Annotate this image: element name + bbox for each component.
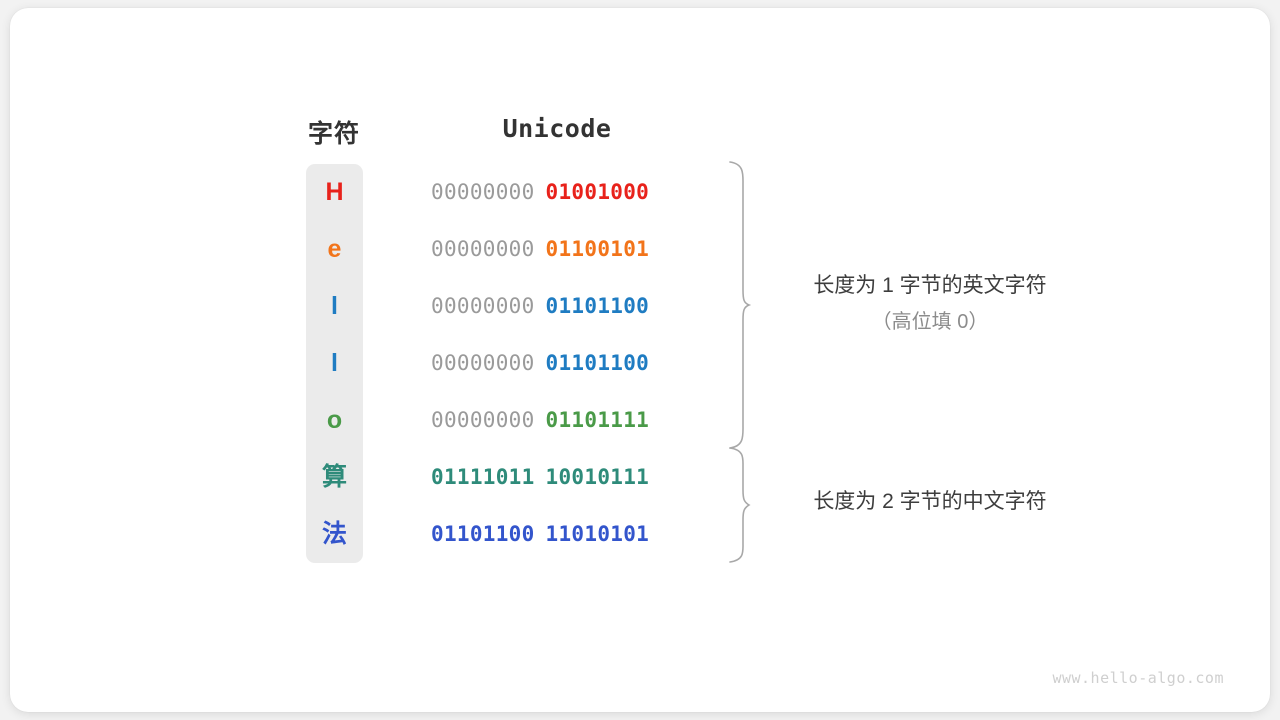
high-byte-6: 01101100 (431, 522, 535, 546)
annotation-ascii-sub: （高位填 0） (871, 311, 989, 333)
binary-row-5: 01111011 10010111 (431, 449, 687, 506)
high-byte-5: 01111011 (431, 465, 535, 489)
binary-row-4: 00000000 01101111 (431, 392, 687, 449)
low-byte-2: 01101100 (545, 294, 650, 318)
low-byte-1: 01100101 (545, 237, 650, 261)
low-byte-4: 01101111 (545, 408, 650, 432)
annotation-ascii: 长度为 1 字节的英文字符 （高位填 0） (760, 268, 1100, 340)
character-cell-5: 算 (321, 463, 347, 491)
brace-ascii-group (729, 161, 752, 449)
binary-row-6: 01101100 11010101 (431, 506, 687, 563)
binary-row-0: 00000000 01001000 (431, 164, 687, 221)
character-cell-1: e (327, 235, 342, 263)
low-byte-0: 01001000 (545, 180, 650, 204)
character-column-background (306, 164, 363, 563)
character-column-header: 字符 (307, 120, 360, 148)
watermark: www.hello-algo.com (1052, 669, 1224, 687)
figure-stage: 字符 Unicode H e l l o 算 法 00000000 0100100… (10, 8, 1270, 712)
unicode-column-header: Unicode (502, 114, 612, 143)
binary-row-3: 00000000 01101100 (431, 335, 687, 392)
low-byte-6: 11010101 (545, 522, 650, 546)
high-byte-0: 00000000 (431, 180, 535, 204)
character-cell-2: l (331, 292, 338, 320)
annotation-cjk: 长度为 2 字节的中文字符 (760, 487, 1100, 517)
character-cell-6: 法 (321, 520, 347, 548)
high-byte-3: 00000000 (431, 351, 535, 375)
low-byte-5: 10010111 (545, 465, 650, 489)
character-cell-0: H (325, 178, 344, 206)
binary-row-1: 00000000 01100101 (431, 221, 687, 278)
annotation-cjk-main: 长度为 2 字节的中文字符 (813, 490, 1047, 513)
character-cell-4: o (326, 406, 343, 434)
character-cell-3: l (331, 349, 338, 377)
low-byte-3: 01101100 (545, 351, 650, 375)
annotation-ascii-main: 长度为 1 字节的英文字符 (813, 274, 1047, 297)
high-byte-4: 00000000 (431, 408, 535, 432)
brace-cjk-group (729, 447, 751, 563)
high-byte-2: 00000000 (431, 294, 535, 318)
high-byte-1: 00000000 (431, 237, 535, 261)
figure-card: 字符 Unicode H e l l o 算 法 00000000 0100100… (10, 8, 1270, 712)
binary-row-2: 00000000 01101100 (431, 278, 687, 335)
